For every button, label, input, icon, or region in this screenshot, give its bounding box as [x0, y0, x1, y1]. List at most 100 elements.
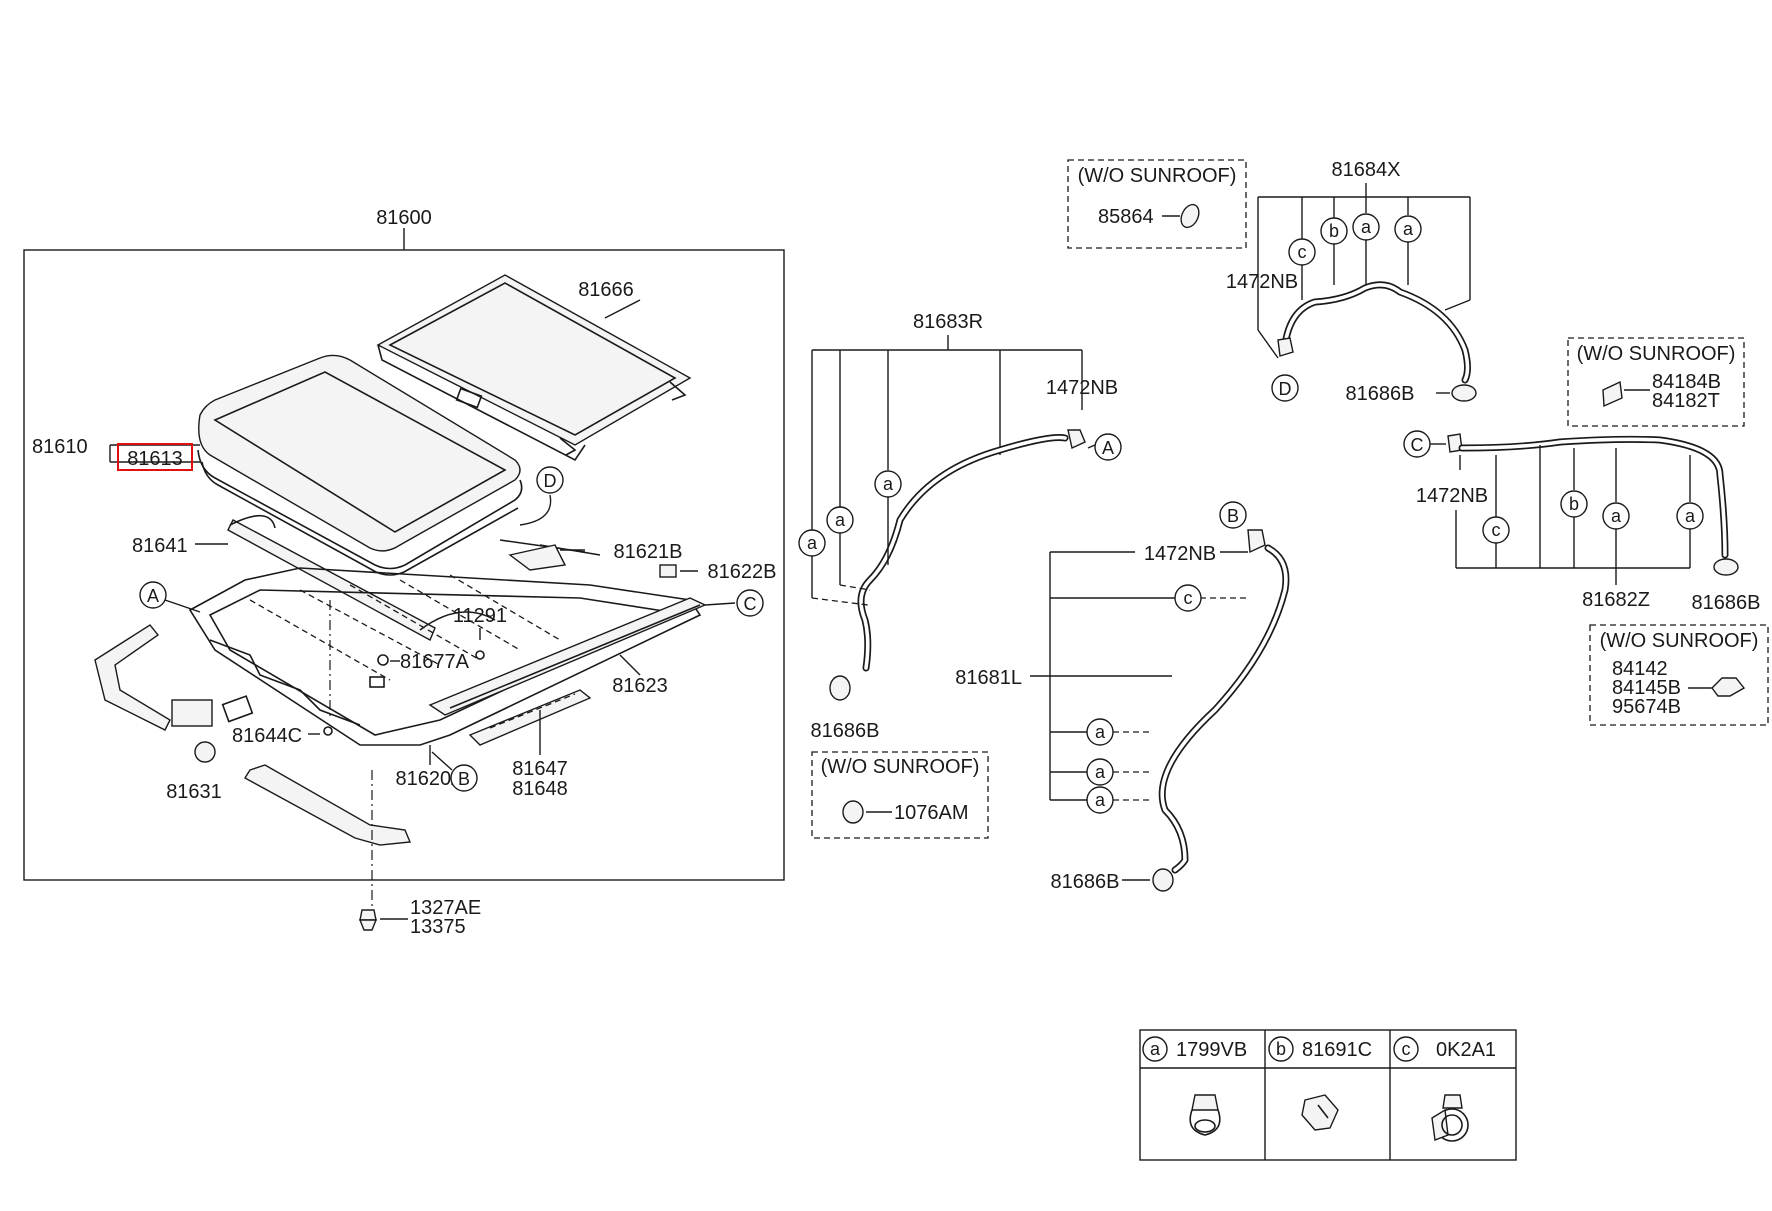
label-81686B-d[interactable]: 81686B	[1692, 592, 1761, 614]
label-84145B[interactable]: 84145B	[1612, 677, 1681, 699]
label-81647[interactable]: 81647	[512, 758, 568, 780]
svg-text:b: b	[1569, 494, 1579, 514]
clip-legend-table: a 1799VB b 81691C c 0K2A1	[1139, 1029, 1517, 1161]
label-84184B[interactable]: 84184B	[1652, 371, 1721, 393]
label-81610[interactable]: 81610	[32, 436, 88, 458]
wo-sunroof-box-85864: (W/O SUNROOF) 85864	[1067, 159, 1247, 249]
bolt-81677A[interactable]	[377, 654, 389, 666]
label-11291[interactable]: 11291	[453, 605, 507, 627]
svg-text:a: a	[1095, 762, 1106, 782]
svg-text:a: a	[807, 533, 818, 553]
svg-text:B: B	[1227, 506, 1239, 526]
svg-text:a: a	[835, 510, 846, 530]
svg-text:c: c	[1184, 588, 1193, 608]
label-81622B[interactable]: 81622B	[708, 561, 777, 583]
grommet-81686B-b[interactable]	[1152, 868, 1174, 892]
svg-text:a: a	[1150, 1039, 1161, 1059]
drive-cable-part[interactable]	[468, 689, 592, 746]
svg-text:D: D	[1279, 379, 1292, 399]
svg-text:a: a	[1095, 790, 1106, 810]
label-81686B-a[interactable]: 81686B	[811, 720, 880, 742]
svg-text:A: A	[1102, 438, 1114, 458]
guide-rail-cover-part[interactable]	[659, 564, 677, 578]
legend-part-81691C[interactable]: 81691C	[1302, 1039, 1372, 1061]
label-81623[interactable]: 81623	[612, 675, 668, 697]
label-1472NB-c[interactable]: 1472NB	[1226, 271, 1298, 293]
label-81641[interactable]: 81641	[132, 535, 188, 557]
svg-text:a: a	[1361, 217, 1372, 237]
label-81686B-b[interactable]: 81686B	[1051, 871, 1120, 893]
label-81613[interactable]: 81613	[127, 448, 183, 470]
svg-text:(W/O SUNROOF): (W/O SUNROOF)	[821, 756, 980, 778]
svg-text:C: C	[1411, 435, 1424, 455]
label-81620A[interactable]: 81620A	[396, 768, 466, 790]
svg-text:a: a	[1611, 506, 1622, 526]
legend-part-1799VB[interactable]: 1799VB	[1176, 1039, 1247, 1061]
grommet-84142[interactable]	[1711, 677, 1746, 697]
clip-1799VB-icon	[1189, 1094, 1221, 1136]
label-84182T[interactable]: 84182T	[1652, 390, 1720, 412]
nut-part[interactable]	[358, 909, 378, 931]
rear-crossmember-part[interactable]	[244, 764, 412, 846]
label-81684X[interactable]: 81684X	[1332, 159, 1401, 181]
legend-part-0K2A1[interactable]: 0K2A1	[1436, 1039, 1496, 1061]
cover-84184B[interactable]	[1602, 380, 1623, 408]
label-85864[interactable]: 85864	[1098, 206, 1154, 228]
sunroof-glass-part[interactable]	[197, 354, 523, 576]
svg-text:a: a	[883, 474, 894, 494]
hose-81682Z-group: C 1472NB c b a a 81682Z 81686B	[1403, 430, 1761, 614]
svg-text:(W/O SUNROOF): (W/O SUNROOF)	[1078, 165, 1237, 187]
svg-text:(W/O SUNROOF): (W/O SUNROOF)	[1577, 343, 1736, 365]
grommet-81686B-c[interactable]	[1451, 384, 1477, 402]
svg-text:B: B	[458, 769, 470, 789]
label-1472NB-d[interactable]: 1472NB	[1416, 485, 1488, 507]
svg-text:c: c	[1402, 1039, 1411, 1059]
label-81681L[interactable]: 81681L	[955, 667, 1022, 689]
svg-text:(W/O SUNROOF): (W/O SUNROOF)	[1600, 630, 1759, 652]
label-1076AM[interactable]: 1076AM	[894, 802, 969, 824]
label-1472NB-a[interactable]: 1472NB	[1046, 377, 1118, 399]
ref-D-hose	[1271, 374, 1299, 402]
label-81600[interactable]: 81600	[376, 207, 432, 229]
svg-text:a: a	[1403, 219, 1414, 239]
wo-sunroof-box-84184B: (W/O SUNROOF) 84184B 84182T	[1567, 337, 1745, 427]
label-81677A[interactable]: 81677A	[400, 651, 470, 673]
label-95674B[interactable]: 95674B	[1612, 696, 1681, 718]
svg-text:c: c	[1492, 520, 1501, 540]
wo-sunroof-box-1076AM: (W/O SUNROOF) 1076AM	[811, 751, 989, 839]
guide-rail-part[interactable]	[508, 544, 567, 571]
hose-81681L-group: B 1472NB c 81681L a a a 81686B	[955, 501, 1290, 893]
highlight-box-81613	[117, 443, 193, 471]
label-81682Z[interactable]: 81682Z	[1582, 589, 1650, 611]
svg-text:c: c	[1298, 242, 1307, 262]
label-81686B-c[interactable]: 81686B	[1346, 383, 1415, 405]
svg-text:A: A	[147, 586, 159, 606]
left-bracket-part[interactable]	[94, 624, 171, 731]
plug-85864[interactable]	[1178, 202, 1203, 231]
svg-text:a: a	[1095, 722, 1106, 742]
label-81648[interactable]: 81648	[512, 778, 568, 800]
label-84142[interactable]: 84142	[1612, 658, 1668, 680]
grommet-81686B-d[interactable]	[1713, 558, 1739, 576]
plug-1076AM[interactable]	[842, 800, 864, 824]
hose-81684X-group: 81684X c b a a 1472NB D 81686B	[1226, 159, 1477, 405]
grommet-81686B-a[interactable]	[829, 675, 851, 701]
label-81621B[interactable]: 81621B	[614, 541, 683, 563]
ref-D-left	[536, 466, 564, 494]
svg-text:D: D	[544, 471, 557, 491]
label-81666[interactable]: 81666	[578, 279, 634, 301]
label-1472NB-b[interactable]: 1472NB	[1144, 543, 1216, 565]
sunshade-part[interactable]	[376, 274, 692, 462]
clip-0K2A1-icon	[1431, 1094, 1469, 1142]
label-13375[interactable]: 13375	[410, 916, 466, 938]
ref-A-hose	[1094, 433, 1122, 461]
label-81631[interactable]: 81631	[166, 781, 222, 803]
motor-part[interactable]	[171, 695, 254, 763]
label-81683R[interactable]: 81683R	[913, 311, 983, 333]
wo-sunroof-box-84142: (W/O SUNROOF) 84142 84145B 95674B	[1589, 624, 1769, 726]
clip-81691C-icon	[1301, 1094, 1339, 1131]
label-81644C[interactable]: 81644C	[232, 725, 302, 747]
label-1327AE[interactable]: 1327AE	[410, 897, 481, 919]
hose-81683R-group: 81683R A 1472NB a a a 81686B	[798, 311, 1122, 742]
deflector-part[interactable]	[227, 514, 436, 641]
